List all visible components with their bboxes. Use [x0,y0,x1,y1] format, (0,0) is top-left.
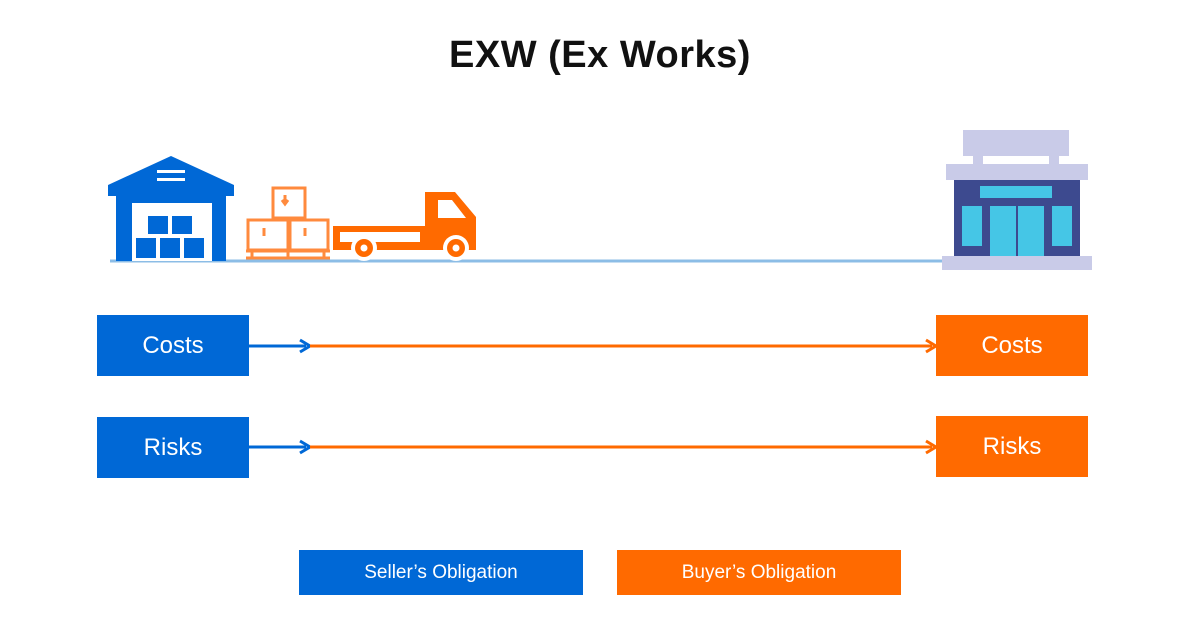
shipping-scene [108,130,1092,270]
buyer-risks-box: Risks [936,416,1088,477]
risks-arrow [248,439,938,455]
boxes-icon [246,186,330,260]
seller-risks-box: Risks [97,417,249,478]
legend-buyer: Buyer’s Obligation [617,550,901,595]
warehouse-icon [108,156,234,261]
seller-risks-label: Risks [143,433,203,461]
costs-arrow [248,338,938,354]
legend-buyer-label: Buyer’s Obligation [681,561,837,583]
buyer-risks-label: Risks [982,432,1042,460]
seller-costs-label: Costs [142,331,204,359]
buyer-costs-box: Costs [936,315,1088,376]
buyer-costs-label: Costs [981,331,1043,359]
diagram-title: EXW (Ex Works) [449,34,751,76]
legend-seller: Seller’s Obligation [299,550,583,595]
seller-costs-box: Costs [97,315,249,376]
store-icon [942,130,1092,270]
legend-seller-label: Seller’s Obligation [364,561,518,583]
truck-icon [333,192,476,261]
